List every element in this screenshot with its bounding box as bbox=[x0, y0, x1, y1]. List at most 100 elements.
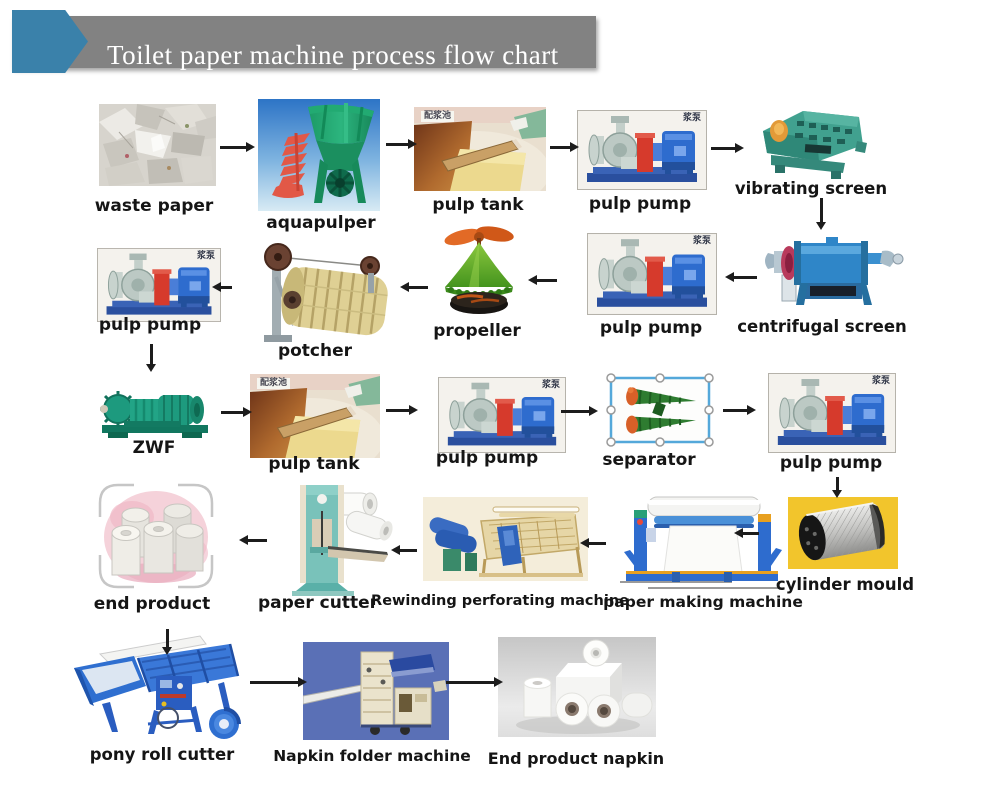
label-pulp-pump-5: pulp pump bbox=[779, 453, 883, 473]
title-banner: Toilet paper machine process flow chart bbox=[12, 16, 596, 70]
node-end-product-napkin bbox=[498, 637, 656, 737]
label-paper-making-machine: paper making machine bbox=[603, 593, 803, 611]
label-waste-paper: waste paper bbox=[94, 196, 214, 216]
node-paper-cutter bbox=[266, 483, 393, 597]
arrow-pulp-pump-to-propeller bbox=[528, 275, 557, 284]
aquapulper-photo bbox=[258, 99, 380, 211]
node-paper-making-machine bbox=[612, 492, 792, 592]
node-potcher bbox=[242, 237, 392, 349]
label-rewinding-perforating-machine: Rewinding perforating machine bbox=[371, 593, 629, 609]
label-end-product-napkin: End product napkin bbox=[487, 749, 665, 768]
node-cylinder-mould bbox=[788, 497, 898, 569]
node-separator bbox=[606, 373, 714, 447]
label-pulp-pump-1: pulp pump bbox=[588, 194, 692, 214]
node-pulp-pump-4: 浆泵 bbox=[438, 377, 566, 453]
page-title: Toilet paper machine process flow chart bbox=[107, 40, 559, 70]
pulp-pump-photo bbox=[577, 110, 707, 190]
label-pulp-pump-4: pulp pump bbox=[435, 448, 539, 468]
arrow-pulp-pump-to-vibrating-screen bbox=[711, 143, 744, 152]
arrow-waste-paper-to-aquapulper bbox=[220, 142, 255, 151]
arrow-pulp-tank-to-pulp-pump-2 bbox=[386, 405, 418, 414]
end-product-napkin-photo bbox=[498, 637, 656, 737]
node-propeller bbox=[437, 224, 521, 316]
label-end-product: end product bbox=[93, 594, 211, 614]
label-propeller: propeller bbox=[433, 321, 521, 341]
end-product-photo bbox=[92, 477, 220, 595]
arrow-pony-to-napkin-folder bbox=[250, 677, 307, 686]
zwf-pump-photo bbox=[94, 383, 216, 439]
label-centrifugal-screen: centrifugal screen bbox=[737, 317, 907, 336]
arrow-paper-machine-to-rewinding bbox=[580, 538, 606, 547]
node-zwf-pump bbox=[94, 383, 216, 439]
node-pulp-tank-2: 配浆池 bbox=[250, 374, 380, 458]
arrow-vibrating-to-centrifugal bbox=[816, 198, 825, 230]
photo-watermark: 浆泵 bbox=[682, 113, 701, 123]
cylinder-mould-photo bbox=[788, 497, 898, 569]
node-pony-roll-cutter bbox=[72, 628, 260, 742]
napkin-folder-machine-photo bbox=[303, 642, 449, 740]
pulp-pump-photo bbox=[768, 373, 896, 453]
potcher-photo bbox=[242, 237, 392, 349]
pulp-pump-photo bbox=[438, 377, 566, 453]
node-end-product bbox=[92, 477, 220, 595]
node-napkin-folder-machine bbox=[303, 642, 449, 740]
node-pulp-pump-3: 浆泵 bbox=[97, 248, 221, 322]
node-pulp-pump-2: 浆泵 bbox=[587, 233, 717, 315]
propeller-photo bbox=[437, 224, 521, 316]
photo-watermark: 浆泵 bbox=[541, 380, 560, 390]
separator-photo bbox=[606, 373, 714, 447]
arrow-paper-cutter-to-end-product bbox=[239, 535, 267, 544]
rewinding-machine-photo bbox=[423, 497, 588, 581]
photo-watermark: 浆泵 bbox=[692, 236, 711, 246]
arrow-cylinder-mould-to-paper-machine bbox=[734, 528, 759, 537]
label-paper-cutter: paper cutter bbox=[258, 593, 378, 613]
pulp-pump-photo bbox=[97, 248, 221, 322]
pulp-pump-photo bbox=[587, 233, 717, 315]
arrow-pulp-tank-to-pulp-pump bbox=[550, 142, 579, 151]
pulp-tank-photo bbox=[414, 107, 546, 191]
label-separator: separator bbox=[602, 450, 696, 470]
label-aquapulper: aquapulper bbox=[266, 213, 376, 233]
arrow-separator-to-pulp-pump bbox=[723, 405, 756, 414]
arrow-napkin-folder-to-end-product-napkin bbox=[446, 677, 503, 686]
arrow-end-product-to-pony-roll-cutter bbox=[162, 629, 171, 655]
label-cylinder-mould: cylinder mould bbox=[775, 575, 915, 594]
arrow-aquapulper-to-pulp-tank bbox=[386, 139, 417, 148]
pulp-tank-photo bbox=[250, 374, 380, 458]
photo-watermark: 浆泵 bbox=[196, 251, 215, 261]
photo-watermark: 配浆池 bbox=[421, 111, 455, 122]
label-pulp-tank-2: pulp tank bbox=[268, 454, 360, 474]
node-pulp-pump-5: 浆泵 bbox=[768, 373, 896, 453]
arrow-centrifugal-to-pulp-pump bbox=[725, 272, 757, 281]
waste-paper-photo bbox=[99, 104, 216, 186]
pony-roll-cutter-photo bbox=[72, 628, 260, 742]
node-vibrating-screen bbox=[745, 101, 873, 181]
photo-watermark: 浆泵 bbox=[871, 376, 890, 386]
node-centrifugal-screen bbox=[762, 233, 908, 309]
label-vibrating-screen: vibrating screen bbox=[734, 179, 888, 198]
photo-watermark: 配浆池 bbox=[257, 378, 291, 389]
label-pulp-tank-1: pulp tank bbox=[432, 195, 524, 215]
centrifugal-screen-photo bbox=[762, 233, 908, 309]
label-pulp-pump-2: pulp pump bbox=[599, 318, 703, 338]
node-waste-paper bbox=[99, 104, 216, 186]
paper-making-machine-photo bbox=[612, 492, 792, 592]
arrow-potcher-to-pulp-pump bbox=[212, 282, 232, 291]
arrow-zwf-to-pulp-tank bbox=[221, 407, 252, 416]
arrow-rewinding-to-paper-cutter bbox=[391, 545, 417, 554]
label-napkin-folder-machine: Napkin folder machine bbox=[273, 747, 471, 765]
node-rewinding-perforating-machine bbox=[423, 497, 588, 581]
vibrating-screen-photo bbox=[745, 101, 873, 181]
paper-cutter-photo bbox=[266, 483, 393, 597]
arrow-pulp-pump-to-separator bbox=[561, 406, 598, 415]
label-pony-roll-cutter: pony roll cutter bbox=[89, 745, 235, 764]
label-zwf: ZWF bbox=[132, 438, 176, 458]
arrow-propeller-to-potcher bbox=[400, 282, 428, 291]
label-pulp-pump-3: pulp pump bbox=[98, 315, 202, 335]
node-aquapulper bbox=[258, 99, 380, 211]
arrow-pulp-pump-to-cylinder-mould bbox=[832, 477, 841, 498]
arrow-pulp-pump-to-zwf bbox=[146, 344, 155, 372]
node-pulp-pump-1: 浆泵 bbox=[577, 110, 707, 190]
node-pulp-tank-1: 配浆池 bbox=[414, 107, 546, 191]
